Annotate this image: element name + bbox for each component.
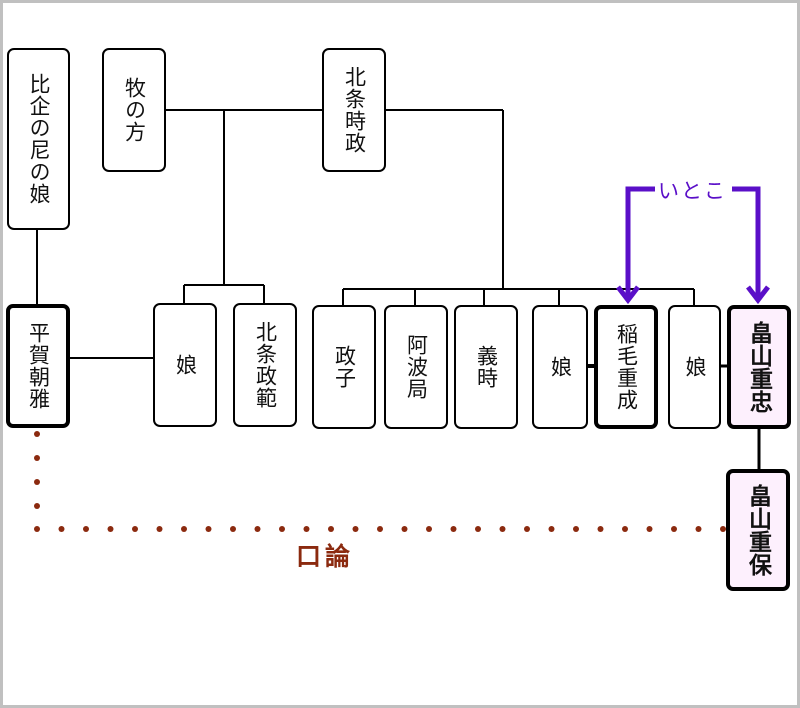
quarrel-dot — [597, 526, 604, 532]
person-box-hatakeyama-shigetada: 畠山重忠 — [727, 305, 791, 429]
quarrel-dot — [34, 455, 40, 461]
person-box-daughter-a: 娘 — [153, 303, 217, 427]
quarrel-dot — [34, 503, 40, 509]
person-box-inage-shigenari: 稲毛重成 — [594, 305, 658, 429]
arrowhead-right-icon — [746, 285, 770, 305]
cousin-arrow-left — [625, 186, 655, 300]
cousin-bracket — [616, 186, 770, 305]
person-name: 政子 — [332, 345, 357, 389]
quarrel-label: 口論 — [296, 542, 355, 571]
cousins-label: いとこ — [658, 179, 727, 203]
person-name: 阿波局 — [404, 334, 429, 400]
quarrel-dot — [328, 526, 334, 532]
quarrel-dot — [107, 526, 114, 532]
quarrel-dot — [181, 526, 187, 532]
quarrel-dot — [34, 479, 40, 485]
quarrel-dot — [34, 431, 40, 437]
quarrel-dot — [58, 526, 65, 532]
quarrel-dot — [695, 526, 702, 532]
quarrel-dot — [720, 526, 726, 532]
person-box-maki-no-kata: 牧の方 — [102, 48, 166, 172]
person-box-hiraga-tomomasa: 平賀朝雅 — [6, 304, 70, 428]
quarrel-dot — [475, 526, 481, 532]
person-box-awa-no-tsubone: 阿波局 — [384, 305, 448, 429]
quarrel-dot — [303, 526, 310, 532]
quarrel-dot — [205, 526, 212, 532]
person-box-masako: 政子 — [312, 305, 376, 429]
quarrel-dot — [254, 526, 261, 532]
quarrel-dot — [548, 526, 555, 532]
person-name: 畠山重忠 — [745, 321, 773, 413]
quarrel-dot — [426, 526, 432, 532]
person-name: 平賀朝雅 — [26, 322, 51, 410]
person-box-daughter-c: 娘 — [668, 305, 721, 429]
arrowhead-left-icon — [616, 285, 640, 305]
quarrel-dot — [279, 526, 285, 532]
quarrel-dot — [377, 526, 383, 532]
person-box-daughter-b: 娘 — [532, 305, 588, 429]
person-box-hiki-daughter: 比企の尼の娘 — [7, 48, 70, 230]
person-name: 牧の方 — [122, 77, 147, 143]
quarrel-dot — [156, 526, 163, 532]
quarrel-dot — [132, 526, 138, 532]
person-name: 畠山重保 — [744, 484, 772, 576]
quarrel-dot — [401, 526, 408, 532]
quarrel-dotted-line — [34, 431, 726, 532]
quarrel-dot — [83, 526, 89, 532]
person-box-yoshitoki: 義時 — [454, 305, 518, 429]
person-name: 娘 — [683, 356, 707, 378]
quarrel-dot — [450, 526, 457, 532]
quarrel-dot — [573, 526, 579, 532]
quarrel-dot — [646, 526, 653, 532]
person-name: 娘 — [173, 354, 198, 376]
quarrel-dot — [622, 526, 628, 532]
person-name: 北条時政 — [342, 66, 367, 154]
quarrel-dot — [499, 526, 506, 532]
person-name: 比企の尼の娘 — [27, 73, 51, 205]
quarrel-dot — [230, 526, 236, 532]
cousin-arrow-right — [732, 186, 761, 300]
person-name: 義時 — [474, 345, 499, 389]
person-box-hatakeyama-shigeyasu: 畠山重保 — [726, 469, 790, 591]
person-box-hojo-masanori: 北条政範 — [233, 303, 297, 427]
person-box-hojo-tokimasa: 北条時政 — [322, 48, 386, 172]
quarrel-dot — [671, 526, 677, 532]
quarrel-dot — [34, 526, 40, 532]
person-name: 北条政範 — [253, 321, 278, 409]
person-name: 稲毛重成 — [614, 323, 639, 411]
person-name: 娘 — [548, 356, 573, 378]
quarrel-dot — [524, 526, 530, 532]
quarrel-dot — [352, 526, 359, 532]
